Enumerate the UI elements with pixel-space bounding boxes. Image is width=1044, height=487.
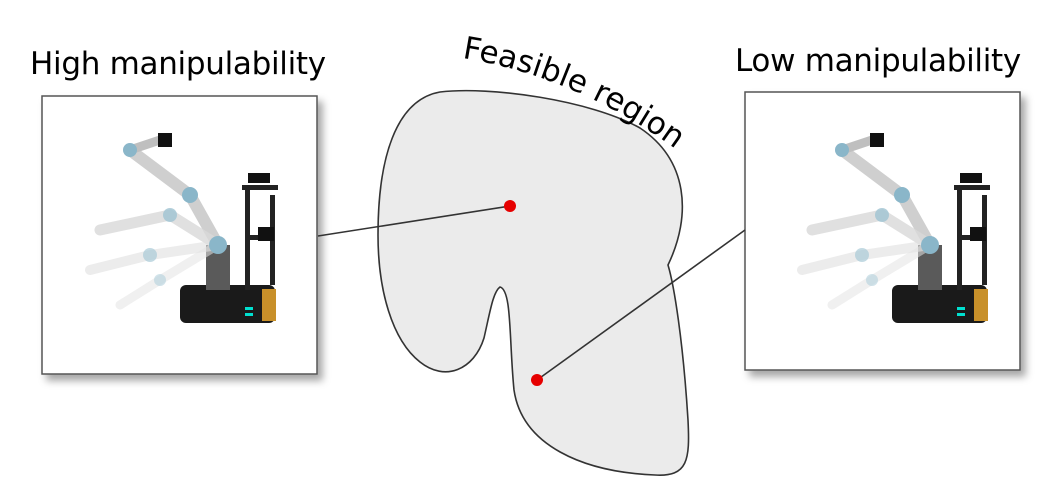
high-manipulability-panel bbox=[41, 95, 318, 375]
connector-line-high bbox=[317, 205, 511, 237]
low-manipulability-point bbox=[531, 374, 543, 386]
feasible-region-shape bbox=[377, 89, 690, 476]
connector-line-low bbox=[536, 229, 746, 381]
low-manipulability-label: Low manipulability bbox=[735, 43, 1021, 79]
high-manipulability-point bbox=[504, 200, 516, 212]
high-manipulability-label: High manipulability bbox=[30, 46, 326, 82]
